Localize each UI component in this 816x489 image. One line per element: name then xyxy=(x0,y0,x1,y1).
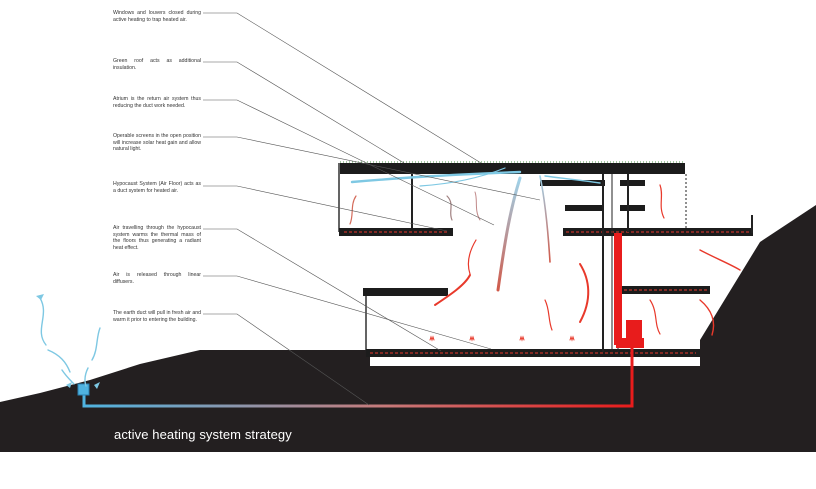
ground xyxy=(0,205,816,452)
leader-lines xyxy=(203,12,541,406)
annotation-earth-duct: The earth duct will pull in fresh air an… xyxy=(113,310,201,323)
intake-airflow xyxy=(39,297,101,387)
earth-duct xyxy=(77,348,634,408)
annotation-hypocaust: Hypocaust System (Air Floor) acts as a d… xyxy=(113,181,201,194)
annotation-louvers: Windows and louvers closed during active… xyxy=(113,10,201,23)
hot-riser xyxy=(614,233,644,348)
annotation-screens: Operable screens in the open position wi… xyxy=(113,133,201,153)
annotation-green-roof: Green roof acts as additional insulation… xyxy=(113,58,201,71)
green-roof xyxy=(340,163,685,174)
annotation-thermal-mass: Air travelling through the hypocaust sys… xyxy=(113,225,201,251)
intake-icon xyxy=(77,383,90,396)
building xyxy=(338,161,753,357)
annotation-diffusers: Air is released through linear diffusers… xyxy=(113,272,201,285)
annotation-atrium: Atrium is the return air system thus red… xyxy=(113,96,201,109)
air-flow-arrows xyxy=(36,294,100,389)
diagram-caption: active heating system strategy xyxy=(114,427,292,442)
air-flow xyxy=(349,167,741,342)
